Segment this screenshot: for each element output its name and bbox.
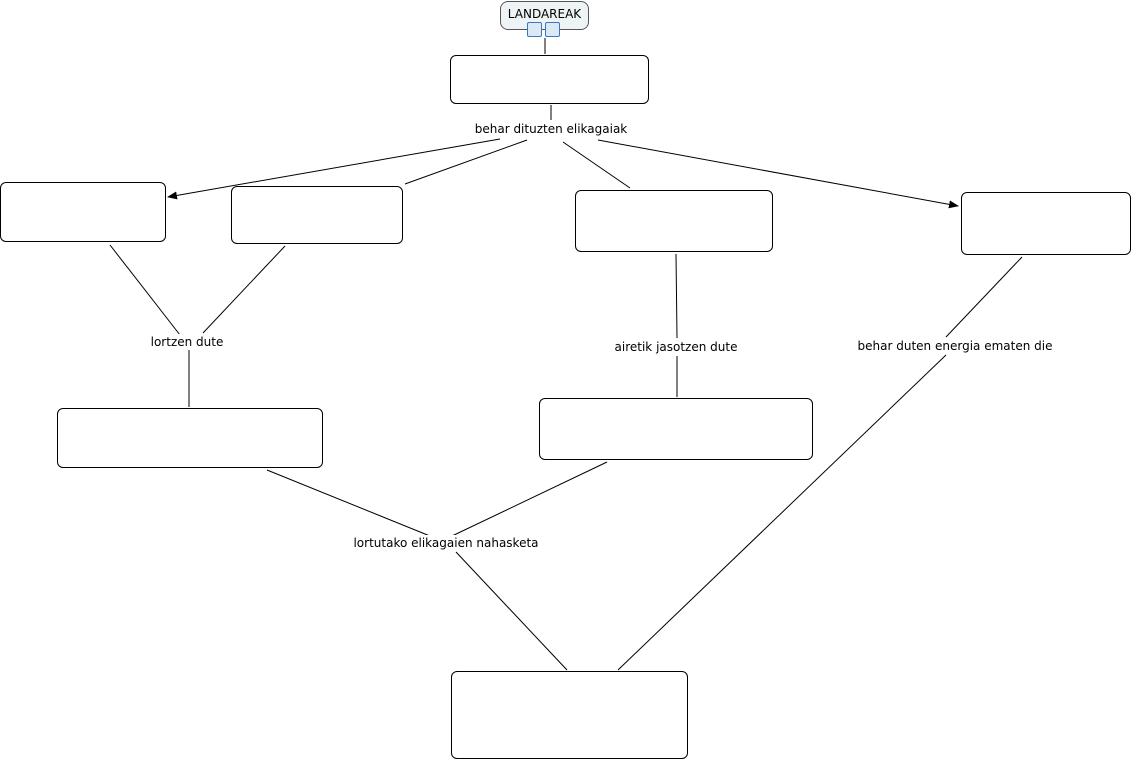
concept-box-mid-left[interactable]	[57, 408, 323, 468]
link-label-lortzen[interactable]: lortzen dute	[148, 334, 226, 350]
root-label: LANDAREAK	[507, 7, 582, 21]
link-label-energia[interactable]: behar duten energia ematen die	[855, 338, 1055, 354]
concept-box-right[interactable]	[961, 192, 1131, 255]
concept-box-bottom[interactable]	[451, 671, 688, 759]
root-concept[interactable]: LANDAREAK	[500, 1, 589, 30]
concept-box-center[interactable]	[575, 190, 773, 252]
link-label-behar[interactable]: behar dituzten elikagaiak	[472, 121, 630, 137]
concept-box-left-center[interactable]	[231, 186, 403, 244]
concept-box-mid-right[interactable]	[539, 398, 813, 460]
link-label-airetik[interactable]: airetik jasotzen dute	[612, 339, 740, 355]
concept-box-left[interactable]	[0, 182, 166, 242]
document-icon[interactable]	[545, 22, 560, 37]
image-icon[interactable]	[527, 22, 542, 37]
link-label-nahasketa[interactable]: lortutako elikagaien nahasketa	[351, 535, 541, 551]
concept-box-top[interactable]	[450, 55, 649, 104]
